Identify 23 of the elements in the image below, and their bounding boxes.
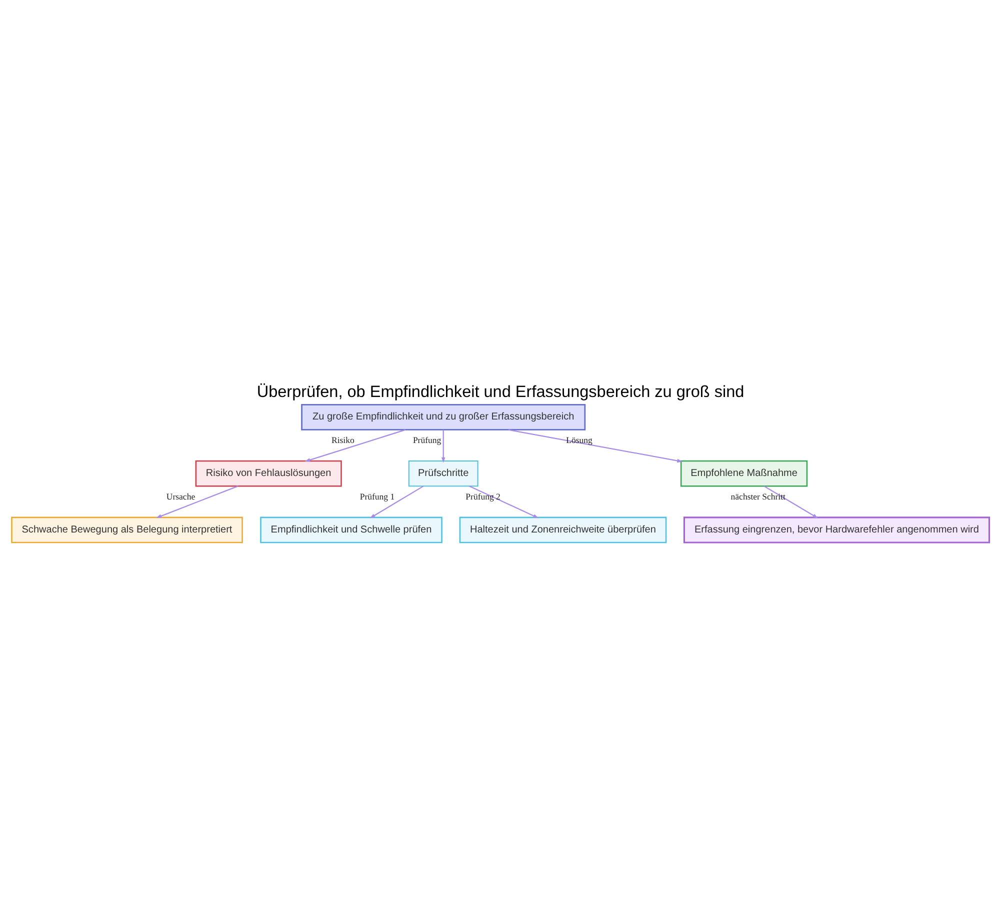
diagram-title: Überprüfen, ob Empfindlichkeit und Erfassungsbereich zu groß sind [256,383,744,402]
node-box: Zu große Empfindlichkeit und zu großer Erfassungsbereich [300,404,586,430]
node-box: Erfassung eingrenzen, bevor Hardwarefehler angenommen wird [682,516,990,544]
arrow [468,486,538,518]
node-box: Haltezeit und Zonenreichweite überprüfen [458,516,666,544]
arrow [440,430,445,463]
node-box: Risiko von Fehlauslösungen [194,460,342,487]
arrow [304,429,406,462]
edge-label: Lösung [566,435,592,446]
node-box: Prüfschritte [408,460,478,487]
arrow [763,486,818,518]
edge-label: Ursache [166,491,195,502]
edge-label: Risiko [331,435,354,446]
node-box: Empfohlene Maßnahme [680,460,808,487]
arrow [369,486,424,518]
arrow [156,486,238,518]
arrow [508,429,682,463]
edge-label: Prüfung 2 [465,491,500,502]
node-box: Schwache Bewegung als Belegung interpretiert [10,516,242,544]
edge-label: Prüfung 1 [359,491,394,502]
edge-label: nächster Schritt [730,491,785,502]
edge-label: Prüfung [412,435,441,446]
node-box: Empfindlichkeit und Schwelle prüfen [260,516,442,544]
